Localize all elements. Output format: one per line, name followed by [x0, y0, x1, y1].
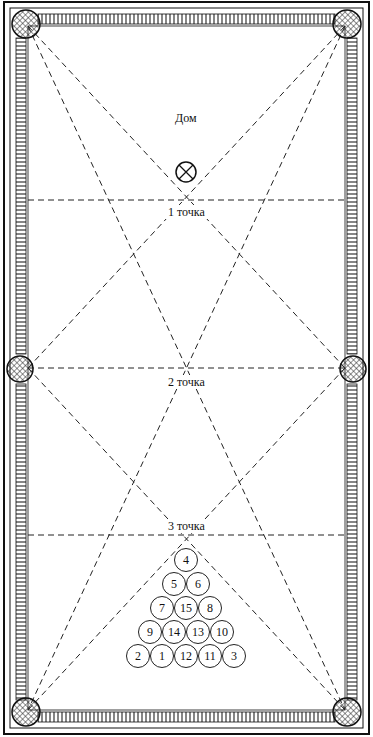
- numbered-ball: 7: [150, 596, 174, 620]
- numbered-ball: 10: [210, 620, 234, 644]
- ball-number: 12: [180, 649, 192, 664]
- numbered-ball: 15: [174, 596, 198, 620]
- ball-number: 5: [171, 577, 177, 592]
- numbered-ball: 13: [186, 620, 210, 644]
- ball-number: 7: [159, 601, 165, 616]
- numbered-ball: 3: [222, 644, 246, 668]
- ball-number: 15: [180, 601, 192, 616]
- numbered-ball: 2: [126, 644, 150, 668]
- numbered-ball: 8: [198, 596, 222, 620]
- numbered-ball: 14: [162, 620, 186, 644]
- ball-number: 8: [207, 601, 213, 616]
- ball-number: 10: [216, 625, 228, 640]
- spot-label: 2 точка: [165, 375, 208, 389]
- ball-number: 1: [159, 649, 165, 664]
- ball-number: 9: [147, 625, 153, 640]
- ball-number: 6: [195, 577, 201, 592]
- numbered-ball: 6: [186, 572, 210, 596]
- numbered-ball: 9: [138, 620, 162, 644]
- ball-number: 2: [135, 649, 141, 664]
- ball-number: 13: [192, 625, 204, 640]
- spot-label: 1 точка: [165, 205, 208, 219]
- ball-number: 3: [231, 649, 237, 664]
- numbered-ball: 11: [198, 644, 222, 668]
- numbered-ball: 12: [174, 644, 198, 668]
- numbered-ball: 5: [162, 572, 186, 596]
- numbered-ball: 1: [150, 644, 174, 668]
- ball-number: 4: [183, 553, 189, 568]
- spot-label: 3 точка: [165, 519, 208, 533]
- ball-number: 14: [168, 625, 180, 640]
- numbered-ball: 4: [174, 548, 198, 572]
- home-label: Дом: [172, 111, 200, 125]
- ball-number: 11: [204, 649, 216, 664]
